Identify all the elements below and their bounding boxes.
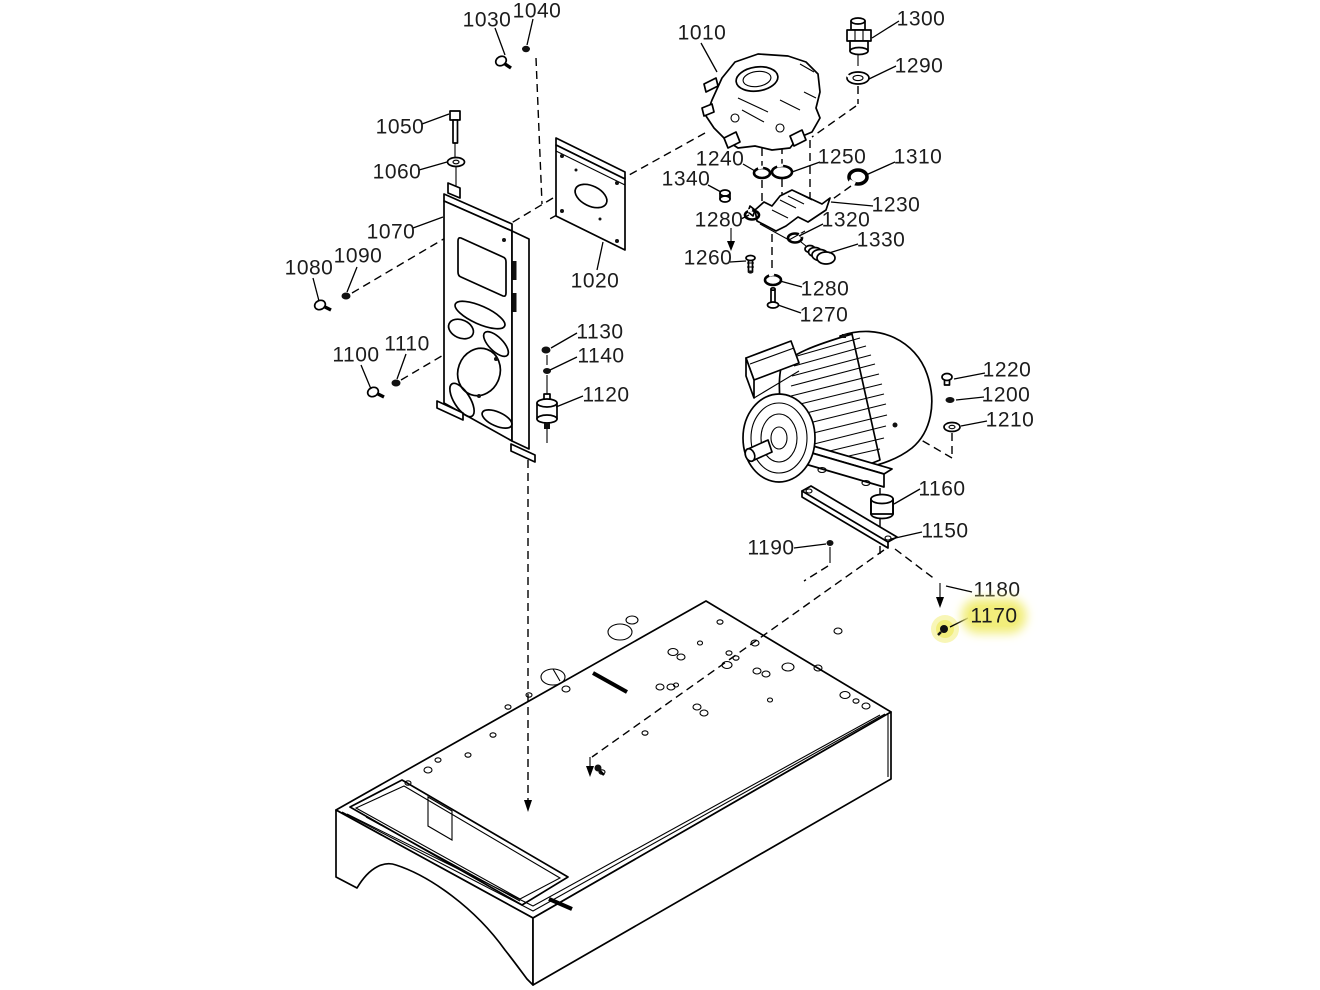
mounting-panel-1070 bbox=[436, 182, 536, 463]
retaining-ring-1240 bbox=[752, 165, 772, 180]
callout-1210[interactable]: 1210 bbox=[985, 408, 1035, 432]
spring-1330 bbox=[800, 241, 836, 265]
screw-1220 bbox=[941, 372, 953, 386]
ring-1280-upper bbox=[743, 208, 761, 221]
callout-1060[interactable]: 1060 bbox=[372, 160, 422, 184]
callout-1220[interactable]: 1220 bbox=[982, 358, 1032, 382]
callout-1340[interactable]: 1340 bbox=[661, 167, 711, 191]
nut-1130 bbox=[541, 346, 551, 354]
callout-1200[interactable]: 1200 bbox=[981, 383, 1031, 407]
washer-1210 bbox=[943, 421, 961, 433]
adapter-plate-1020 bbox=[555, 137, 626, 251]
callout-1180[interactable]: 1180 bbox=[973, 578, 1021, 602]
callout-1020[interactable]: 1020 bbox=[570, 269, 620, 293]
fitting-1300 bbox=[846, 17, 872, 56]
nut-1200 bbox=[945, 397, 955, 403]
callout-1280[interactable]: 1280 bbox=[800, 277, 850, 301]
pin-1190 bbox=[826, 540, 834, 546]
callout-1250[interactable]: 1250 bbox=[817, 145, 867, 169]
grommet-1110 bbox=[391, 379, 401, 387]
callout-1130[interactable]: 1130 bbox=[576, 320, 624, 344]
clip-1310 bbox=[847, 168, 869, 186]
bolt-1260 bbox=[745, 254, 756, 274]
callout-1290[interactable]: 1290 bbox=[894, 54, 944, 78]
bolt-1050 bbox=[449, 110, 461, 144]
bolt-1270 bbox=[766, 286, 780, 309]
electric-motor bbox=[742, 330, 933, 488]
callout-1120[interactable]: 1120 bbox=[582, 383, 630, 407]
callout-1310[interactable]: 1310 bbox=[893, 145, 943, 169]
washer-1060 bbox=[446, 156, 466, 168]
callout-1240[interactable]: 1240 bbox=[695, 147, 745, 171]
washer-1140 bbox=[543, 368, 551, 374]
callout-1050[interactable]: 1050 bbox=[375, 115, 425, 139]
callout-1160[interactable]: 1160 bbox=[918, 477, 966, 501]
screw-1080 bbox=[313, 299, 332, 312]
callout-1170-highlighted[interactable]: 1170 bbox=[968, 604, 1020, 628]
callout-1230[interactable]: 1230 bbox=[871, 193, 921, 217]
callout-1140[interactable]: 1140 bbox=[577, 344, 625, 368]
washer-1290 bbox=[846, 71, 870, 85]
callout-1100[interactable]: 1100 bbox=[332, 343, 380, 367]
callout-1110[interactable]: 1110 bbox=[384, 332, 430, 356]
screw-1170 bbox=[937, 625, 948, 636]
callout-1260[interactable]: 1260 bbox=[683, 246, 733, 270]
pin-1040 bbox=[522, 45, 530, 53]
callout-1270[interactable]: 1270 bbox=[799, 303, 849, 327]
callout-1040[interactable]: 1040 bbox=[512, 0, 562, 23]
callout-1280[interactable]: 1280 bbox=[694, 208, 744, 232]
callout-1010[interactable]: 1010 bbox=[677, 21, 727, 45]
pump-1010 bbox=[701, 53, 821, 151]
callout-1070[interactable]: 1070 bbox=[366, 220, 416, 244]
callout-1090[interactable]: 1090 bbox=[333, 244, 383, 268]
callout-1150[interactable]: 1150 bbox=[921, 519, 969, 543]
callout-1320[interactable]: 1320 bbox=[821, 208, 871, 232]
bushing-1160 bbox=[870, 493, 894, 520]
grommet-1090 bbox=[341, 292, 351, 300]
callout-1190[interactable]: 1190 bbox=[747, 536, 795, 560]
callout-1330[interactable]: 1330 bbox=[856, 228, 906, 252]
screw-on-base bbox=[594, 764, 605, 776]
screw-1100 bbox=[366, 386, 385, 399]
callout-1080[interactable]: 1080 bbox=[284, 256, 334, 280]
screw-1030 bbox=[494, 55, 512, 70]
nut-1340 bbox=[719, 189, 731, 203]
leader-lines bbox=[312, 18, 988, 628]
callout-1030[interactable]: 1030 bbox=[462, 8, 512, 32]
ring-1280-lower bbox=[763, 272, 783, 287]
base-cabinet bbox=[335, 600, 892, 986]
isolator-mount-1120 bbox=[536, 393, 558, 429]
callout-1300[interactable]: 1300 bbox=[896, 7, 946, 31]
